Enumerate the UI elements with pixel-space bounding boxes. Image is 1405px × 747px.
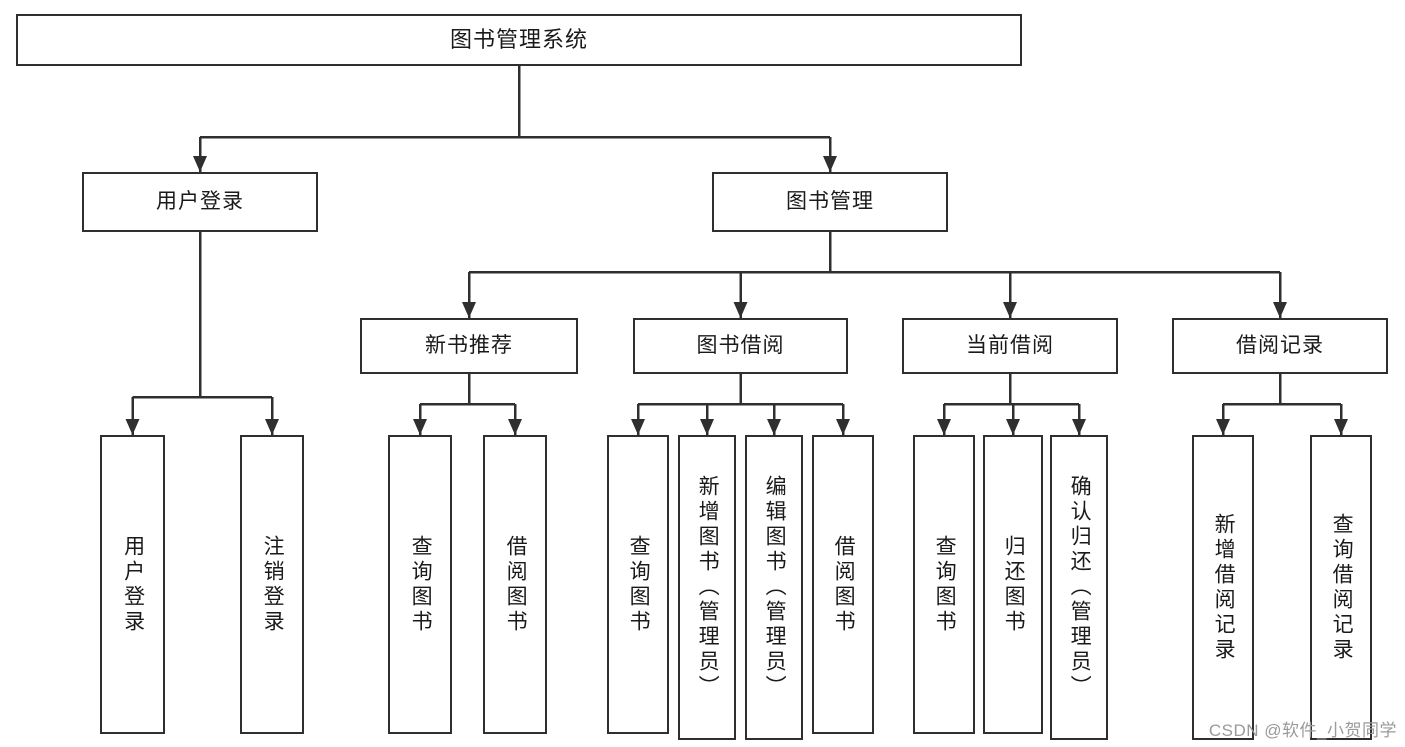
node-label: 编辑图书（管理员） bbox=[763, 475, 787, 700]
node-lf2[interactable]: 注销登录 bbox=[240, 435, 304, 734]
node-lf5[interactable]: 查询图书 bbox=[607, 435, 669, 734]
node-l1b[interactable]: 图书管理 bbox=[712, 172, 948, 232]
node-lf1[interactable]: 用户登录 bbox=[100, 435, 165, 734]
node-label: 新书推荐 bbox=[425, 334, 513, 358]
node-label: 查询图书 bbox=[933, 534, 957, 635]
node-lf10[interactable]: 归还图书 bbox=[983, 435, 1043, 734]
node-lf9[interactable]: 查询图书 bbox=[913, 435, 975, 734]
node-label: 图书管理系统 bbox=[449, 26, 588, 52]
node-label: 确认归还（管理员） bbox=[1068, 475, 1092, 700]
node-lf8[interactable]: 借阅图书 bbox=[812, 435, 874, 734]
node-lf7[interactable]: 编辑图书（管理员） bbox=[745, 435, 803, 740]
node-label: 图书借阅 bbox=[696, 334, 785, 358]
node-lf11[interactable]: 确认归还（管理员） bbox=[1050, 435, 1108, 740]
node-lf12[interactable]: 新增借阅记录 bbox=[1192, 435, 1254, 740]
node-label: 借阅图书 bbox=[832, 534, 856, 635]
node-label: 用户登录 bbox=[121, 534, 145, 635]
node-label: 借阅图书 bbox=[504, 534, 528, 635]
node-label: 新增借阅记录 bbox=[1212, 512, 1236, 663]
node-label: 借阅记录 bbox=[1236, 334, 1324, 358]
node-lf3[interactable]: 查询图书 bbox=[388, 435, 452, 734]
node-l1a[interactable]: 用户登录 bbox=[82, 172, 318, 232]
node-root[interactable]: 图书管理系统 bbox=[16, 14, 1022, 66]
node-label: 当前借阅 bbox=[966, 334, 1054, 358]
node-l2b[interactable]: 图书借阅 bbox=[633, 318, 848, 374]
node-label: 注销登录 bbox=[261, 534, 285, 635]
node-l2d[interactable]: 借阅记录 bbox=[1172, 318, 1388, 374]
node-lf4[interactable]: 借阅图书 bbox=[483, 435, 547, 734]
node-label: 用户登录 bbox=[156, 190, 244, 214]
node-lf13[interactable]: 查询借阅记录 bbox=[1310, 435, 1372, 740]
node-label: 查询图书 bbox=[627, 534, 651, 635]
node-label: 图书管理 bbox=[786, 190, 874, 214]
node-l2c[interactable]: 当前借阅 bbox=[902, 318, 1118, 374]
node-label: 新增图书（管理员） bbox=[696, 475, 720, 700]
node-label: 查询图书 bbox=[409, 534, 433, 635]
node-label: 归还图书 bbox=[1002, 534, 1026, 635]
node-l2a[interactable]: 新书推荐 bbox=[360, 318, 578, 374]
node-label: 查询借阅记录 bbox=[1330, 512, 1354, 663]
watermark: CSDN @软件_小贺同学 bbox=[1208, 721, 1397, 740]
node-lf6[interactable]: 新增图书（管理员） bbox=[678, 435, 736, 740]
